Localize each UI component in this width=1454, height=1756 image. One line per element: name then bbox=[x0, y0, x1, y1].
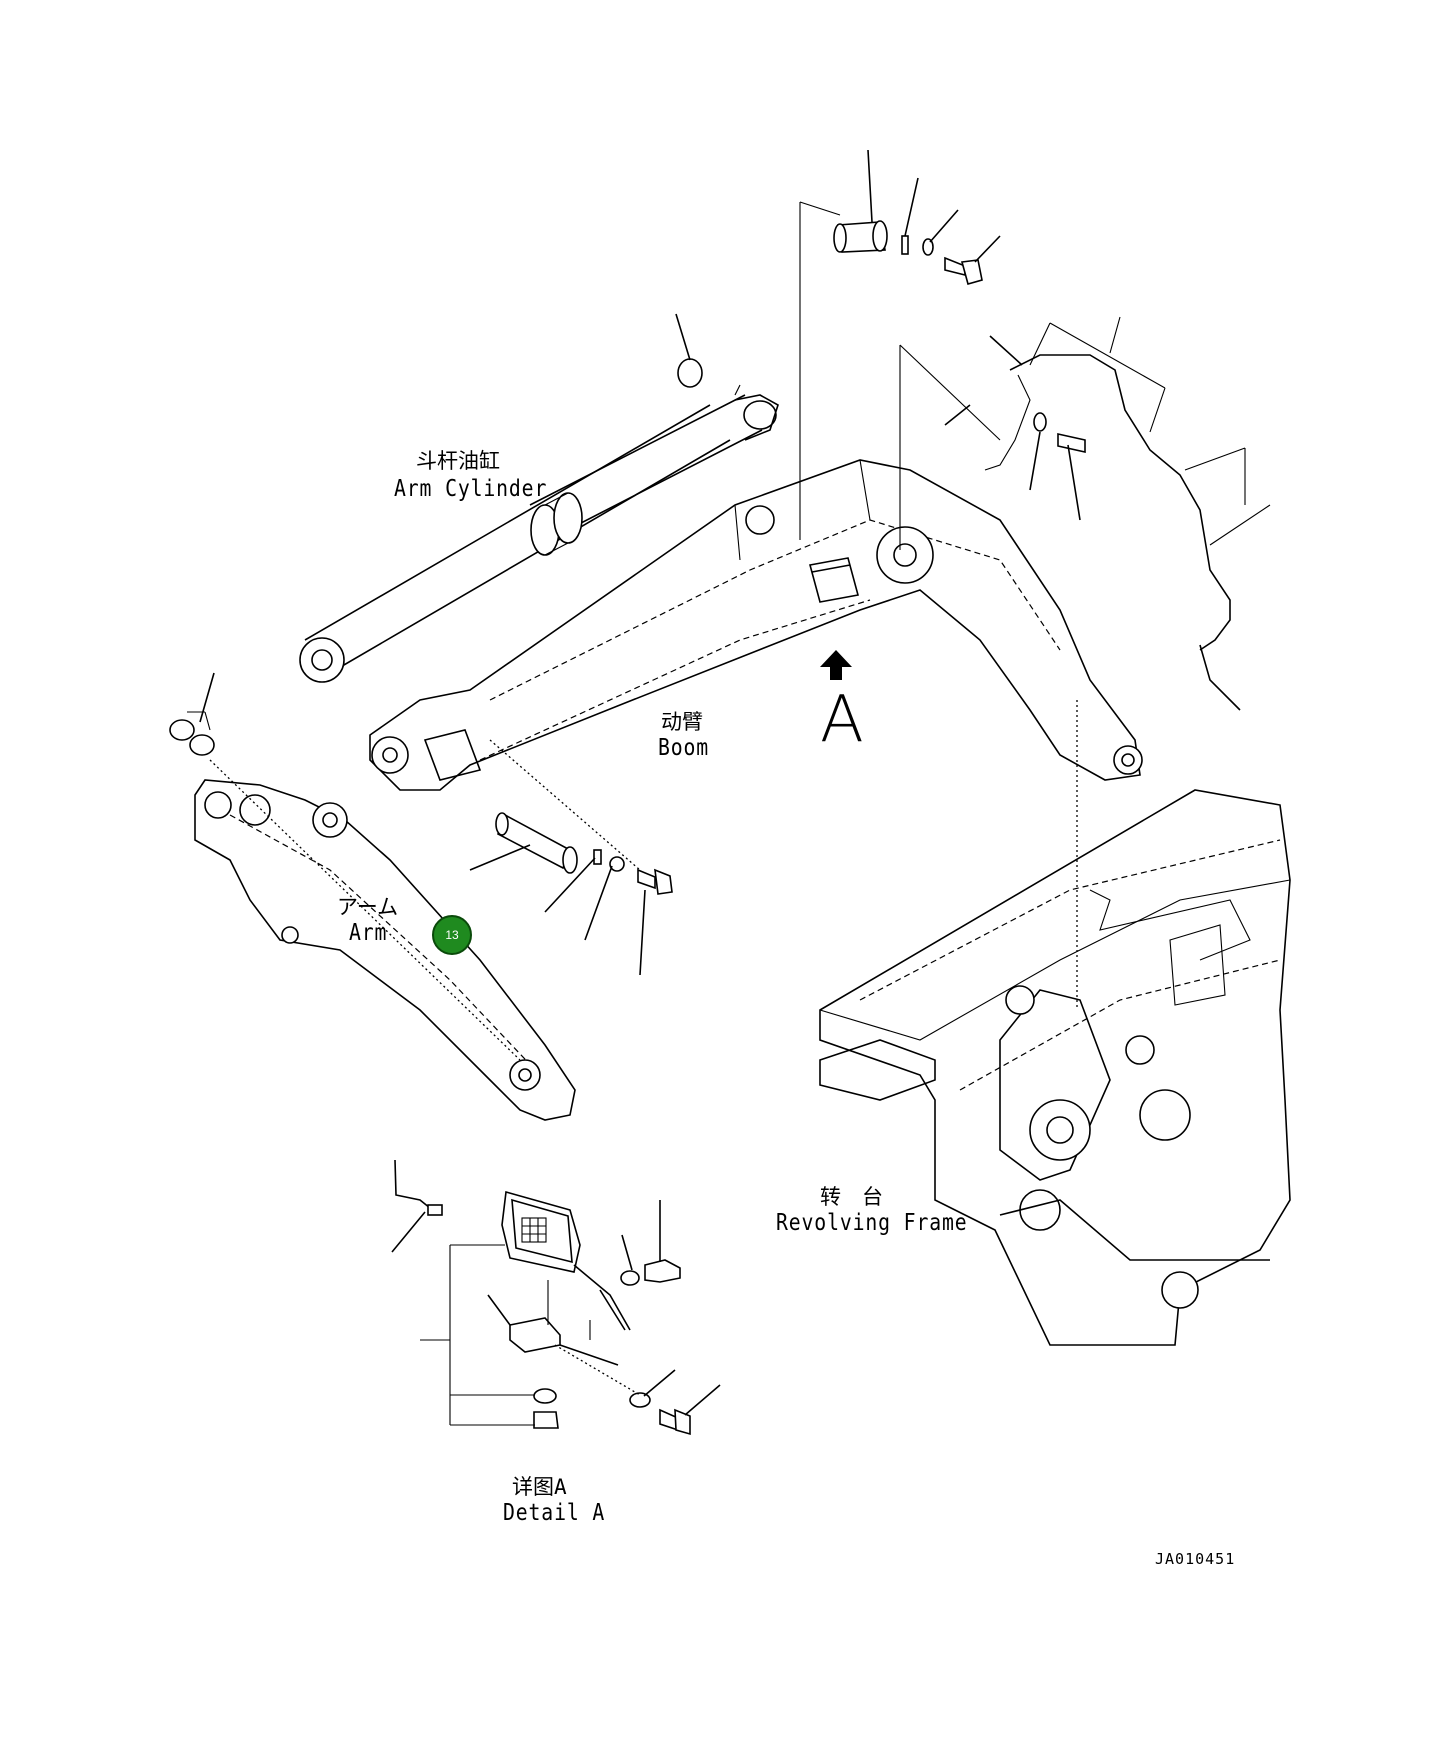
figure-id: JA010451 bbox=[1155, 1550, 1236, 1568]
arm-cylinder-drawing bbox=[299, 394, 779, 683]
revolving-frame-label-en: Revolving Frame bbox=[776, 1210, 968, 1236]
lower-pin-hardware bbox=[169, 672, 673, 1061]
boom-label-cn: 动臂 bbox=[661, 710, 703, 734]
detail-a-label-cn: 详图A bbox=[512, 1475, 567, 1499]
boom-label-en: Boom bbox=[658, 735, 710, 761]
arm-label-en: Arm bbox=[349, 920, 388, 946]
upper-pin-hardware bbox=[675, 149, 1001, 540]
upper-harness bbox=[899, 316, 1271, 1010]
arm-cylinder-label-en: Arm Cylinder bbox=[394, 476, 548, 502]
detail-a-label-en: Detail A bbox=[503, 1500, 606, 1526]
boom-drawing bbox=[369, 459, 1143, 791]
arm-drawing bbox=[194, 779, 576, 1121]
arm-label-jp: アーム bbox=[337, 895, 399, 919]
detail-a-drawing bbox=[391, 1159, 721, 1436]
revolving-frame-label-cn: 转 台 bbox=[820, 1185, 883, 1209]
view-arrow bbox=[820, 650, 852, 680]
arm-cylinder-label-cn: 斗杆油缸 bbox=[416, 449, 500, 473]
revolving-frame-drawing bbox=[819, 789, 1291, 1346]
callout-13[interactable]: 13 bbox=[432, 915, 472, 955]
view-a-marker: A bbox=[820, 683, 864, 757]
